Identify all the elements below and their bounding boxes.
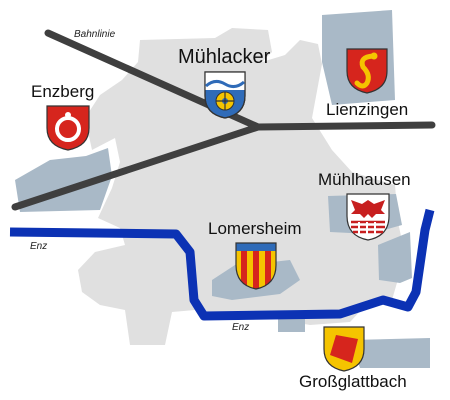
mill-wheel-crest-icon	[204, 71, 246, 119]
serpent-crest-icon	[346, 48, 388, 94]
town-label-grossglattbach: Großglattbach	[299, 372, 407, 391]
town-label-lienzingen: Lienzingen	[326, 100, 409, 119]
town-label-muehlhausen: Mühlhausen	[318, 170, 411, 189]
railway-label: Bahnlinie	[74, 29, 116, 40]
urban-area-dark	[378, 232, 412, 283]
eagle-crest-icon	[346, 193, 390, 241]
river-enz	[9, 208, 435, 321]
lozenge-crest-icon	[323, 326, 365, 372]
town-label-muehlacker: Mühlacker	[178, 46, 271, 68]
urban-area-light	[78, 28, 405, 345]
ring-crest-icon	[46, 105, 90, 151]
river-label-south: Enz	[232, 322, 250, 333]
striped-crest-icon	[235, 242, 277, 290]
town-label-lomersheim: Lomersheim	[208, 219, 302, 238]
urban-area-dark	[350, 338, 430, 368]
river-label-west: Enz	[30, 241, 48, 252]
town-label-enzberg: Enzberg	[31, 82, 95, 101]
